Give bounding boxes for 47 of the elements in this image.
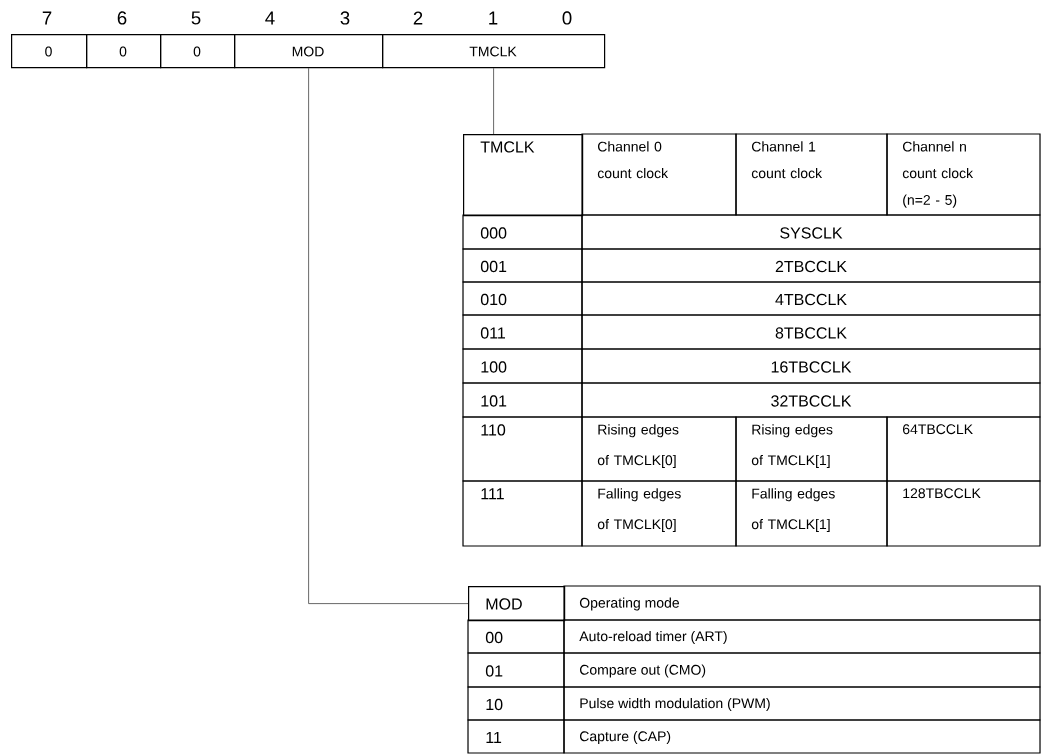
table-cell: 64TBCCLK	[886, 416, 1041, 482]
table-cell: Auto-reload timer (ART)	[563, 619, 1041, 654]
table-cell: 4TBCCLK	[581, 281, 1041, 316]
table-cell: 10	[467, 686, 565, 721]
register-field: 0	[11, 34, 88, 69]
table-cell: 01	[467, 652, 565, 688]
register-field: 0	[86, 34, 162, 69]
table-cell: 110	[462, 416, 583, 482]
table-cell: 2TBCCLK	[581, 248, 1041, 283]
table-cell: Compare out (CMO)	[563, 652, 1041, 688]
table-cell: 11	[467, 719, 565, 754]
table-header-cell: TMCLK	[463, 134, 584, 217]
table-cell: 128TBCCLK	[886, 480, 1041, 547]
table-cell: 001	[462, 248, 583, 283]
table-cell: Capture (CAP)	[563, 719, 1041, 754]
table-cell: 011	[462, 314, 583, 350]
register-field: MOD	[234, 34, 384, 69]
bit-number: 2	[413, 11, 423, 25]
table-cell: 111	[462, 480, 583, 547]
table-cell: 000	[462, 214, 583, 250]
table-cell: Operating mode	[563, 585, 1041, 621]
table-cell: 010	[462, 281, 583, 316]
bit-number: 3	[340, 11, 350, 25]
table-cell: Channel n count clock (n=2 - 5)	[886, 133, 1041, 216]
table-cell: Rising edges of TMCLK[0]	[581, 416, 737, 482]
register-field: 0	[160, 34, 236, 69]
connector-line	[493, 67, 494, 135]
table-cell: SYSCLK	[581, 214, 1041, 250]
table-cell: 100	[462, 348, 583, 384]
table-header-cell: MOD	[468, 586, 566, 622]
bit-number: 7	[42, 11, 52, 25]
table-cell: Rising edges of TMCLK[1]	[735, 416, 888, 482]
table-cell: 16TBCCLK	[581, 348, 1041, 384]
table-cell: 32TBCCLK	[581, 382, 1041, 418]
table-cell: Channel 1 count clock	[735, 133, 888, 216]
register-field: TMCLK	[382, 34, 606, 69]
bit-number: 6	[117, 11, 127, 25]
table-cell: 101	[462, 382, 583, 418]
table-cell: Falling edges of TMCLK[0]	[581, 480, 737, 547]
bit-number: 4	[265, 11, 275, 25]
table-cell: Channel 0 count clock	[581, 133, 737, 216]
table-cell: 00	[467, 619, 565, 654]
connector-line	[308, 67, 469, 604]
bit-number: 5	[191, 11, 201, 25]
table-cell: Pulse width modulation (PWM)	[563, 686, 1041, 721]
table-cell: Falling edges of TMCLK[1]	[735, 480, 888, 547]
table-cell: 8TBCCLK	[581, 314, 1041, 350]
